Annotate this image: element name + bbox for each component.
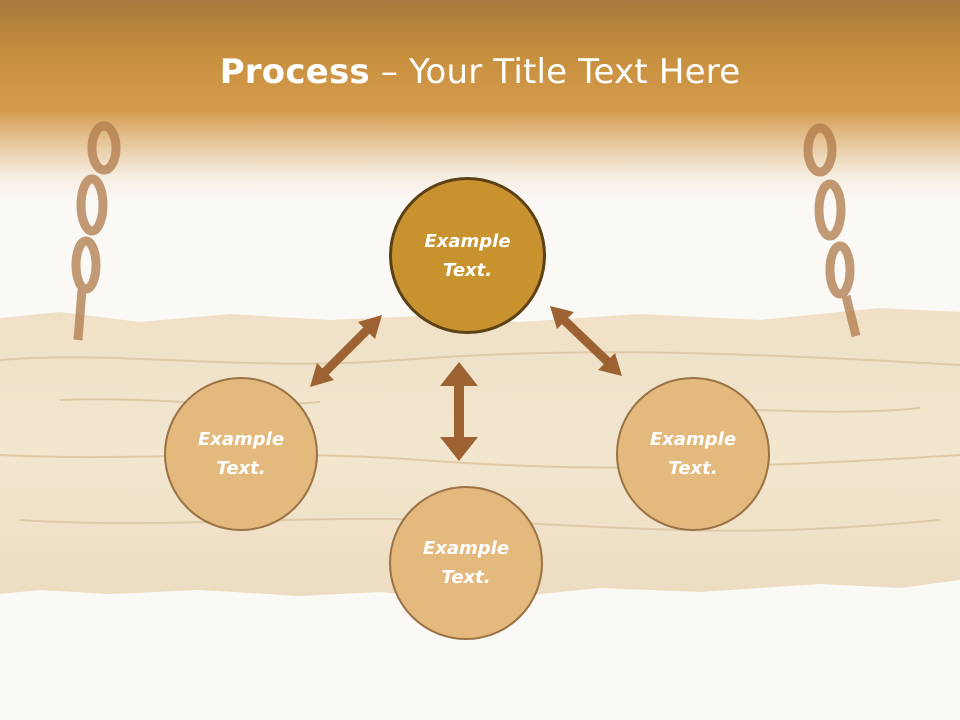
node-top-line2: Text.	[442, 259, 493, 281]
node-top-line1: Example	[424, 230, 511, 252]
right-chain	[803, 123, 861, 338]
double-arrow-top-right	[550, 306, 622, 376]
node-bottom-line2: Text.	[441, 567, 491, 588]
process-node-left: Example Text.	[164, 377, 318, 531]
slide-title: Process – Your Title Text Here	[0, 52, 960, 92]
node-right-line1: Example	[649, 429, 737, 450]
node-right-line2: Text.	[668, 458, 718, 479]
node-bottom-line1: Example	[422, 538, 510, 559]
process-node-right: Example Text.	[616, 377, 770, 531]
left-chain	[71, 121, 121, 341]
node-left-line2: Text.	[216, 458, 266, 479]
node-left-line1: Example	[197, 429, 285, 450]
double-arrow-top-left	[310, 315, 382, 387]
header-banner	[0, 0, 960, 200]
process-node-top: Example Text.	[389, 177, 546, 334]
title-bold: Process	[219, 52, 370, 92]
process-node-bottom: Example Text.	[389, 486, 543, 640]
double-arrow-vertical	[440, 362, 478, 461]
title-rest: – Your Title Text Here	[369, 52, 741, 92]
